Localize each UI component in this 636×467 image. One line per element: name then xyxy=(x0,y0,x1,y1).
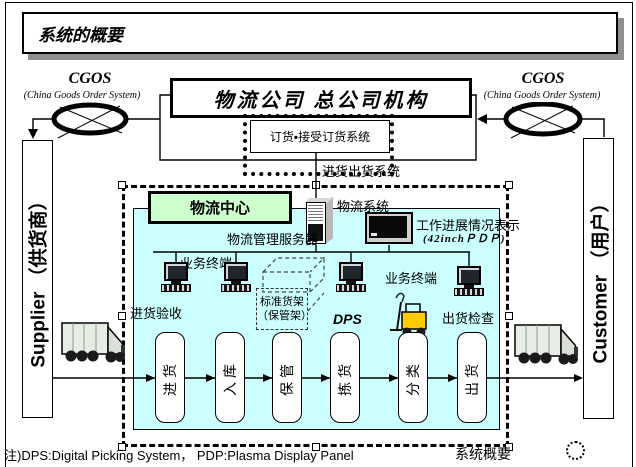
customer-bar: Customer （用户） xyxy=(583,138,614,419)
boundary-handle xyxy=(505,312,513,320)
logistics-center-label: 物流中心 xyxy=(189,200,250,217)
server-icon xyxy=(326,196,333,244)
receiving-label: 进货验收 xyxy=(130,306,183,321)
standard-shelf-box: 标准货架 （保管架） xyxy=(256,288,312,330)
terminal-icon xyxy=(454,266,484,302)
flow-step-sorting: 分类 xyxy=(398,332,428,423)
boundary-handle xyxy=(312,181,320,189)
cgos-left-node-icon xyxy=(51,102,129,139)
order-system-label: 订货▪接受订货系统 xyxy=(269,130,371,144)
shipping-check-label: 出货检查 xyxy=(442,311,495,326)
cgos-right-title: CGOS xyxy=(521,70,565,87)
terminal-icon xyxy=(336,262,366,298)
flow-step-shipping: 出货 xyxy=(457,332,487,423)
truck-icon xyxy=(61,322,125,363)
terminal-icon xyxy=(221,262,251,298)
supplier-bar: Supplier （供货商） xyxy=(22,140,53,418)
boundary-handle xyxy=(118,443,126,451)
logistics-system-label: 物流系统 xyxy=(337,199,390,214)
truck-icon xyxy=(514,324,578,365)
head-office-label: 物流公司 总公司机构 xyxy=(213,89,429,112)
cgos-right-node-icon xyxy=(503,102,583,139)
boundary-handle xyxy=(118,312,126,320)
server-icon xyxy=(308,205,323,221)
terminal-label-left: 业务终端 xyxy=(180,256,233,271)
cgos-left-subtitle: (China Goods Order System) xyxy=(23,90,141,101)
shelf-label-line1: 标准货架 xyxy=(260,296,304,308)
pdp-label: 工作进展情况表示 xyxy=(416,218,521,233)
flow-step-picking: 拣货 xyxy=(330,332,360,423)
cgos-right-subtitle: (China Goods Order System) xyxy=(483,90,601,101)
flow-step-receive: 进货 xyxy=(155,332,185,423)
boundary-handle xyxy=(505,443,513,451)
pdp-monitor-icon xyxy=(369,216,407,238)
page-title: 系统的概要 xyxy=(38,25,123,45)
boundary-handle xyxy=(118,181,126,189)
footer-label: 系统概要 xyxy=(455,446,511,462)
dotted-circle-icon xyxy=(566,441,585,460)
forklift-icon xyxy=(390,292,427,337)
server-label: 物流管理服务器 xyxy=(227,232,319,247)
page-header: 系统的概要 xyxy=(22,12,618,54)
server-icon xyxy=(308,224,323,241)
logistics-center-box: 物流中心 xyxy=(148,191,292,224)
flow-step-storage: 保管 xyxy=(272,332,302,423)
pdp-size-label: (42inchＰＤＰ) xyxy=(423,233,506,245)
boundary-handle xyxy=(312,443,320,451)
terminal-icon xyxy=(161,262,191,298)
footer-note: 注)DPS:Digital Picking System， PDP:Plasma… xyxy=(4,448,354,463)
terminal-label-right: 业务终端 xyxy=(385,271,438,286)
order-system-dotted-box xyxy=(243,114,394,176)
supplier-label: Supplier （供货商） xyxy=(29,190,51,368)
dps-label: DPS xyxy=(333,311,362,327)
cgos-left-title: CGOS xyxy=(68,70,112,87)
order-system-box: 订货▪接受订货系统 xyxy=(250,120,390,153)
boundary-handle xyxy=(505,181,513,189)
pdp-monitor-icon xyxy=(371,233,377,236)
head-office-box: 物流公司 总公司机构 xyxy=(170,78,472,118)
shelf-label-line2: （保管架） xyxy=(257,310,312,322)
flow-step-putaway: 入库 xyxy=(215,332,245,423)
inbound-outbound-label: 进货出货系统 xyxy=(322,164,401,179)
page-border xyxy=(5,2,633,467)
